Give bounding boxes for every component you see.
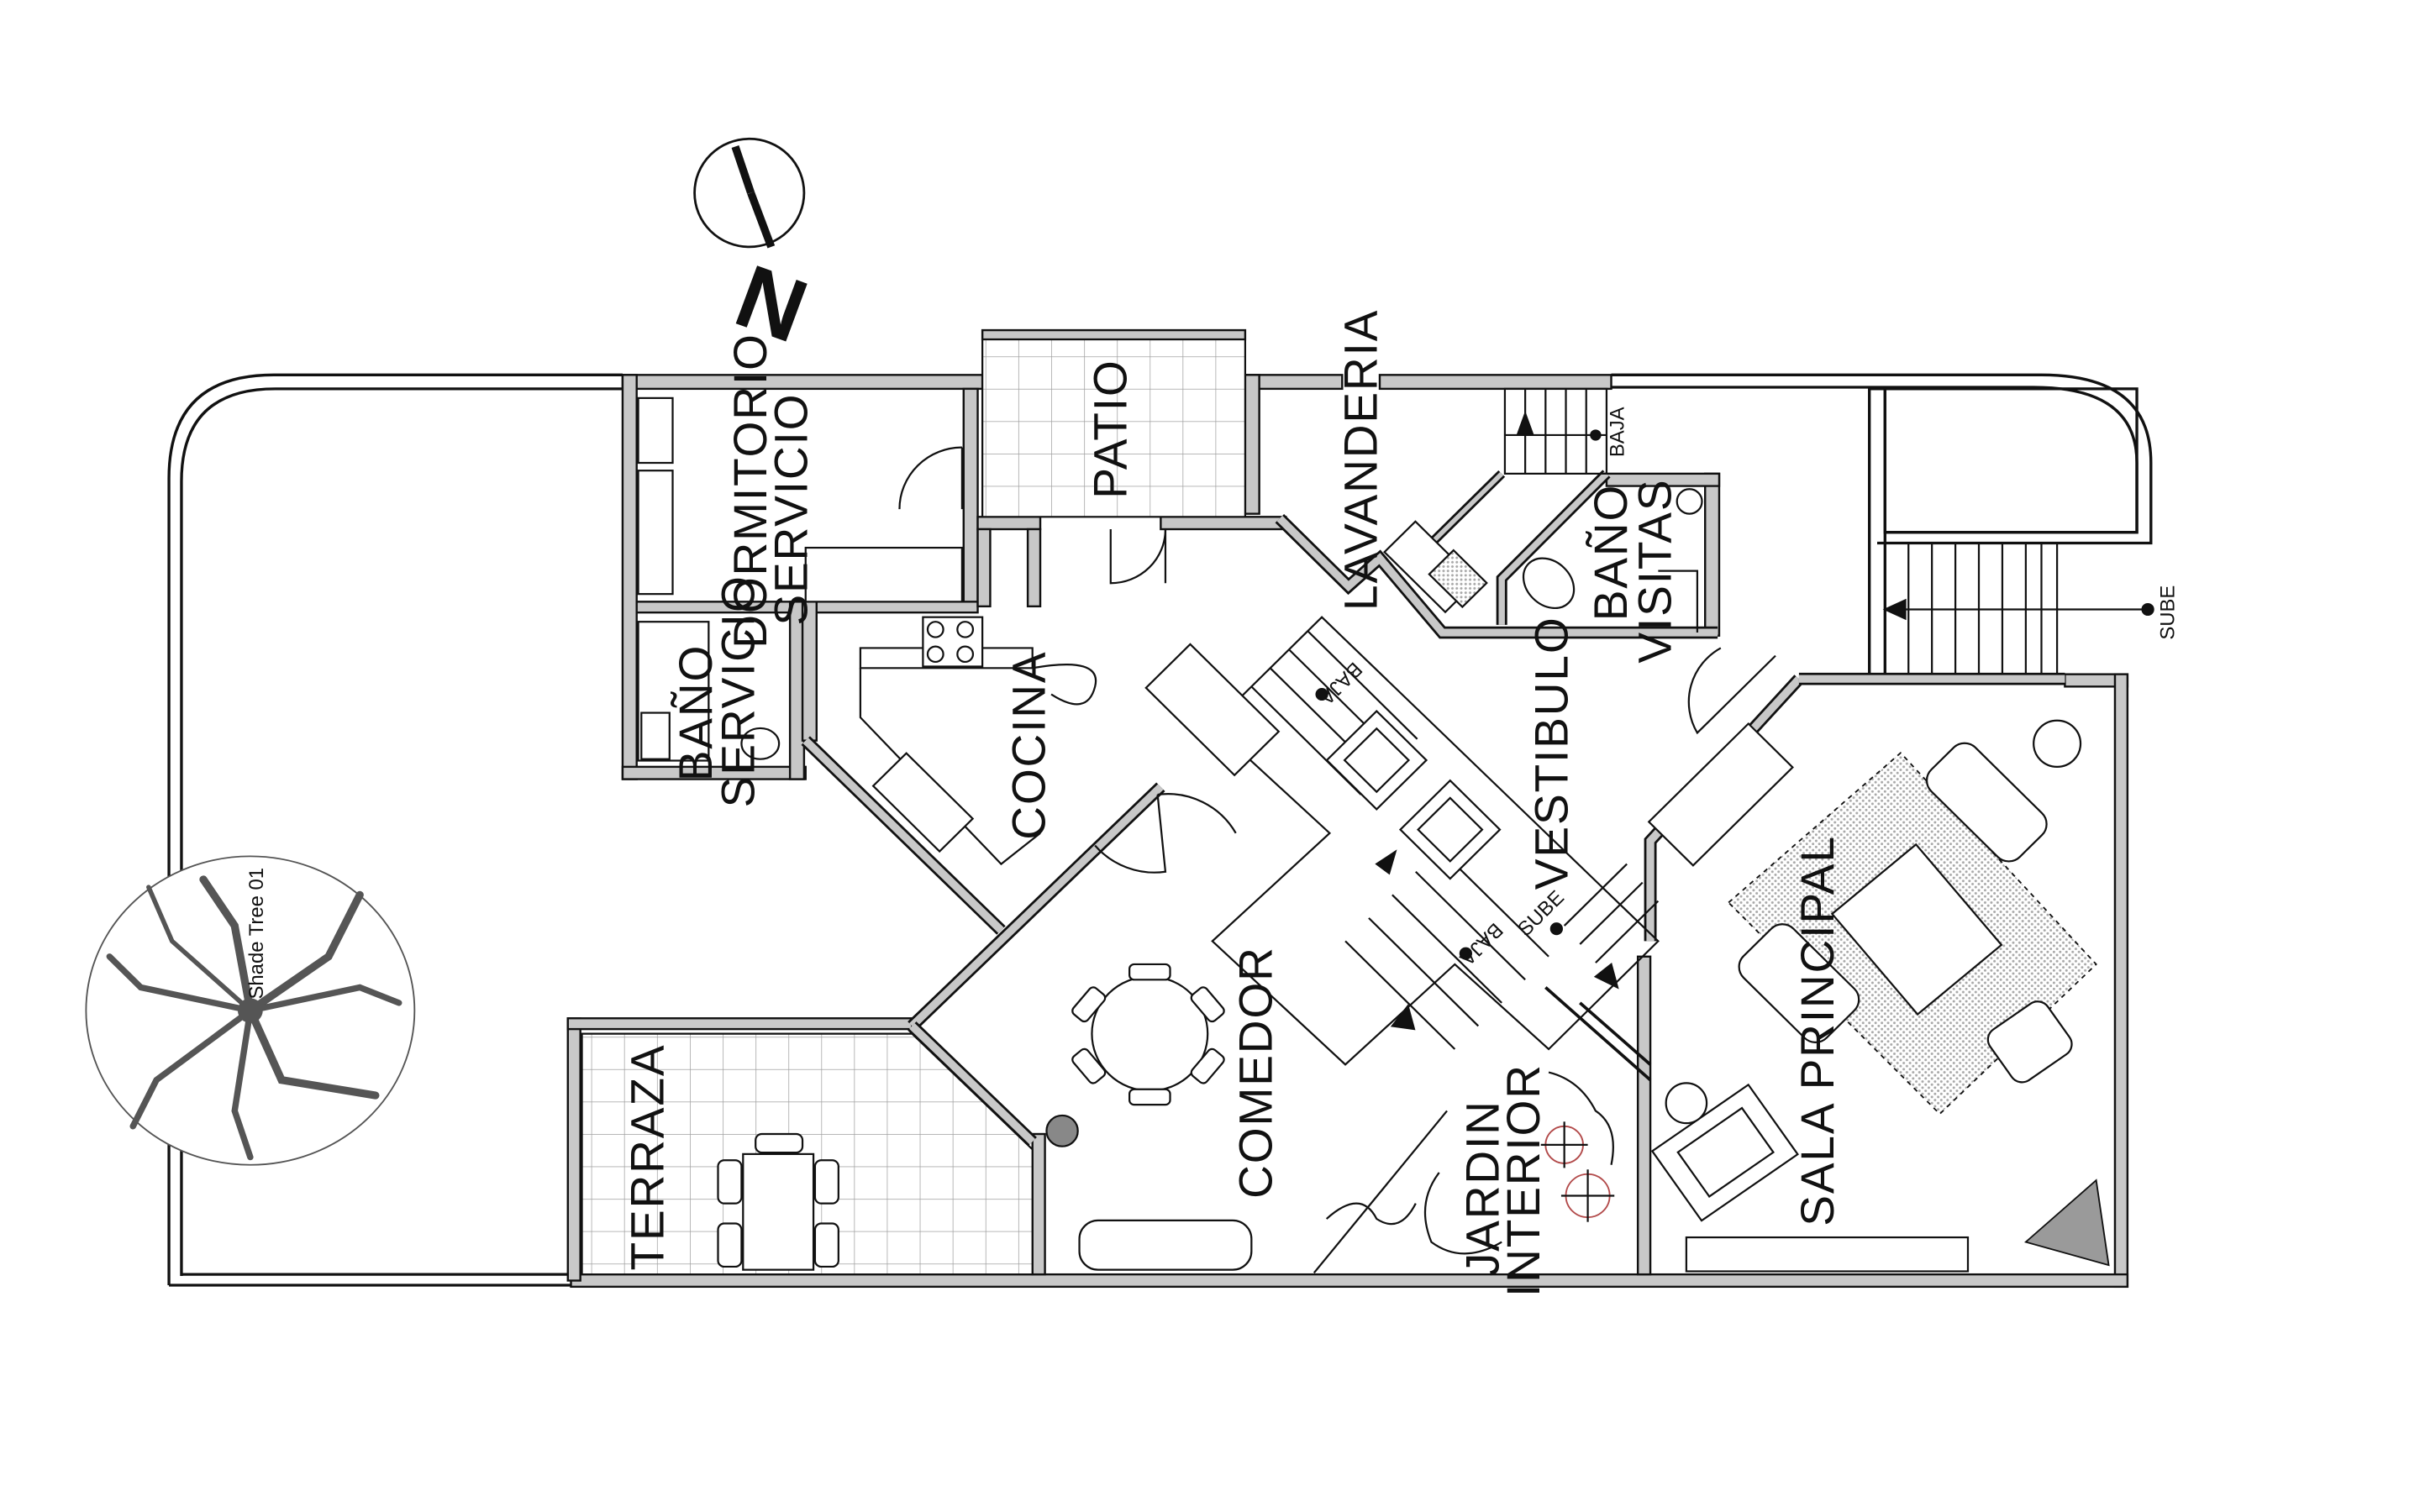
plant-pot — [1045, 1114, 1079, 1147]
room-label-patio: PATIO — [1084, 359, 1136, 498]
kitchen-counter — [859, 616, 1097, 866]
stair-label-sube-right: SUBE — [2157, 585, 2180, 640]
room-label-dormitorio-2: SERVICIO — [765, 393, 817, 626]
room-label-cocina: COCINA — [1002, 650, 1055, 839]
patio-tiles — [981, 338, 1247, 518]
vestibulo-chairs — [1144, 643, 1794, 880]
walls — [566, 328, 2129, 1289]
stair-label-baja-top: BAJA — [1606, 407, 1628, 457]
doors — [1094, 528, 1776, 874]
tree-label: Shade Tree 01 — [245, 868, 268, 1000]
stair-label-baja-lower: BAJA — [1455, 918, 1507, 969]
room-label-bano-servicio-2: SERVICIO — [712, 575, 764, 807]
north-arrow: N — [693, 137, 819, 362]
room-label-terraza: TERRAZA — [621, 1044, 673, 1271]
room-label-bano-servicio-1: BAÑO — [670, 644, 722, 781]
room-label-dormitorio-1: DORMITORIO — [724, 333, 776, 648]
room-label-sala-principal: SALA PRINCIPAL — [1791, 835, 1844, 1226]
room-label-jardin-1: JARDIN — [1456, 1100, 1508, 1276]
property-boundary — [167, 373, 2153, 1287]
terraza-table — [717, 1132, 839, 1271]
bano-servicio-fixtures — [637, 621, 781, 762]
stair-top-baja — [1503, 387, 1608, 475]
room-label-lavanderia: LAVANDERIA — [1334, 309, 1386, 611]
dining-table — [1071, 963, 1225, 1106]
room-label-comedor: COMEDOR — [1229, 946, 1281, 1199]
room-label-bano-visitas-2: VISITAS — [1628, 479, 1681, 664]
jardin-interior — [1313, 1071, 1615, 1273]
bano-visitas-fixtures — [1522, 488, 1703, 610]
room-label-bano-visitas-1: BAÑO — [1585, 484, 1637, 621]
exterior-stair — [1882, 542, 2154, 675]
room-label-jardin-2: INTERIOR — [1497, 1063, 1549, 1297]
lavanderia-sink — [1383, 520, 1488, 614]
shade-tree-icon — [85, 855, 416, 1166]
dormitorio-furniture — [637, 396, 964, 603]
room-label-vestibulo: VESTIBULO — [1525, 616, 1577, 890]
sala-furniture — [1650, 719, 2110, 1273]
sideboard — [1078, 1219, 1253, 1271]
